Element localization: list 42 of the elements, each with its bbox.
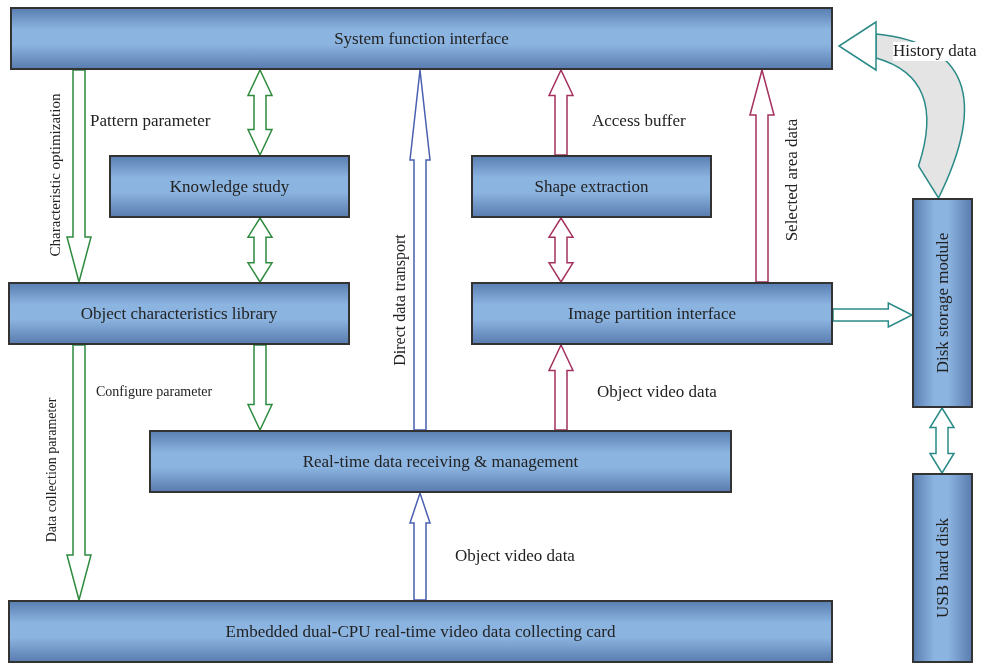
block-arrow xyxy=(66,69,92,285)
node-label: Embedded dual-CPU real-time video data collecting card xyxy=(225,621,616,642)
node-label: Disk storage module xyxy=(932,232,953,374)
block-arrow xyxy=(246,344,274,432)
node-label: Image partition interface xyxy=(568,303,736,324)
module-box xyxy=(912,473,973,663)
block-arrow xyxy=(246,68,274,157)
edge-label: Selected area data xyxy=(782,118,802,242)
process-box xyxy=(471,155,712,218)
process-box xyxy=(109,155,350,218)
process-box xyxy=(149,430,732,493)
block-arrow xyxy=(409,69,431,431)
edge-label: Object video data xyxy=(597,383,717,402)
edge-label: Object video data xyxy=(455,547,575,566)
process-box xyxy=(8,600,833,663)
node-label: Real-time data receiving & management xyxy=(302,451,579,472)
node-label: Knowledge study xyxy=(169,176,290,197)
edge-label: Direct data transport xyxy=(391,234,409,366)
block-arrow xyxy=(832,301,914,329)
edge-label: Pattern parameter xyxy=(90,112,211,131)
block-arrow xyxy=(547,216,575,284)
edge-label: Configure parameter xyxy=(96,384,213,400)
block-arrow xyxy=(246,216,274,284)
process-box xyxy=(471,282,833,345)
node-label: USB hard disk xyxy=(932,517,953,619)
block-arrow xyxy=(408,490,432,601)
curved-arrow xyxy=(838,21,966,199)
process-box xyxy=(10,7,833,70)
node-label: Shape extraction xyxy=(534,176,649,197)
node-label: Object characteristics library xyxy=(80,303,278,324)
block-arrow xyxy=(547,68,575,156)
edge-label: Data collection parameter xyxy=(44,397,60,543)
process-box xyxy=(8,282,350,345)
block-arrow xyxy=(749,67,775,283)
edge-label: Access buffer xyxy=(592,112,686,131)
module-box xyxy=(912,198,973,408)
block-arrow xyxy=(66,344,92,603)
edge-label: History data xyxy=(893,42,977,61)
edge-label: Characteristic optimization xyxy=(46,93,64,257)
node-label: System function interface xyxy=(334,28,509,49)
block-arrow xyxy=(547,343,575,431)
block-arrow xyxy=(928,406,956,475)
